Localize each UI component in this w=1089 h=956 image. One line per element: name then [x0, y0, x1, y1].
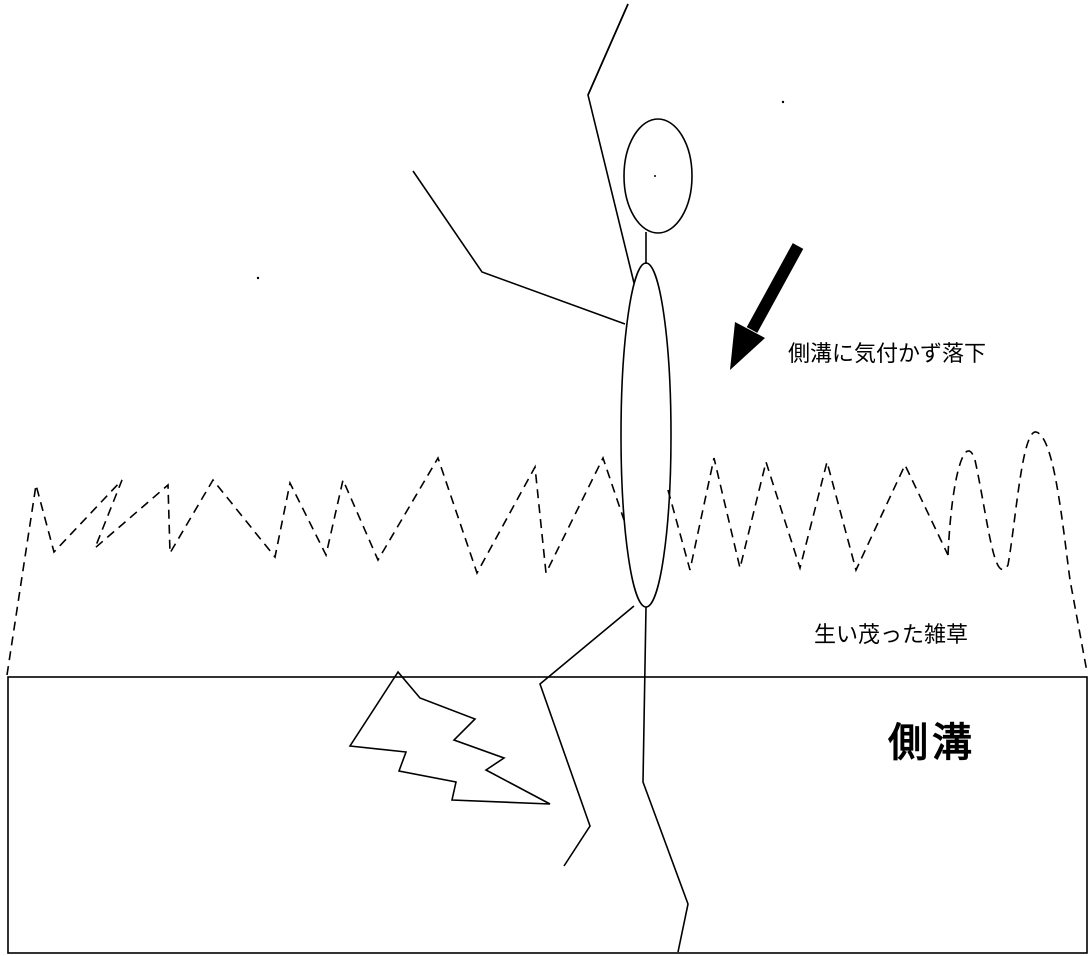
falling-person	[412, 3, 693, 953]
weeds-zigzag	[6, 455, 625, 676]
speck	[654, 175, 656, 177]
weeds-caption: 生い茂った雑草	[814, 623, 969, 648]
arrow-down-left-icon	[730, 243, 804, 370]
fall-caption: 側溝に気付かず落下	[788, 342, 987, 367]
torso	[620, 262, 672, 608]
left-leg	[539, 605, 635, 867]
raised-arm	[587, 3, 635, 284]
head	[623, 118, 693, 234]
speck	[781, 100, 785, 104]
weeds	[6, 431, 1088, 676]
left-arm	[412, 170, 626, 325]
weeds-zigzag-right	[667, 457, 949, 573]
lightning-bolt-icon	[348, 670, 551, 805]
weeds-wavy-right	[947, 431, 1088, 673]
ditch-caption: 側溝	[888, 720, 976, 766]
speck	[256, 276, 260, 280]
right-leg	[642, 606, 689, 953]
